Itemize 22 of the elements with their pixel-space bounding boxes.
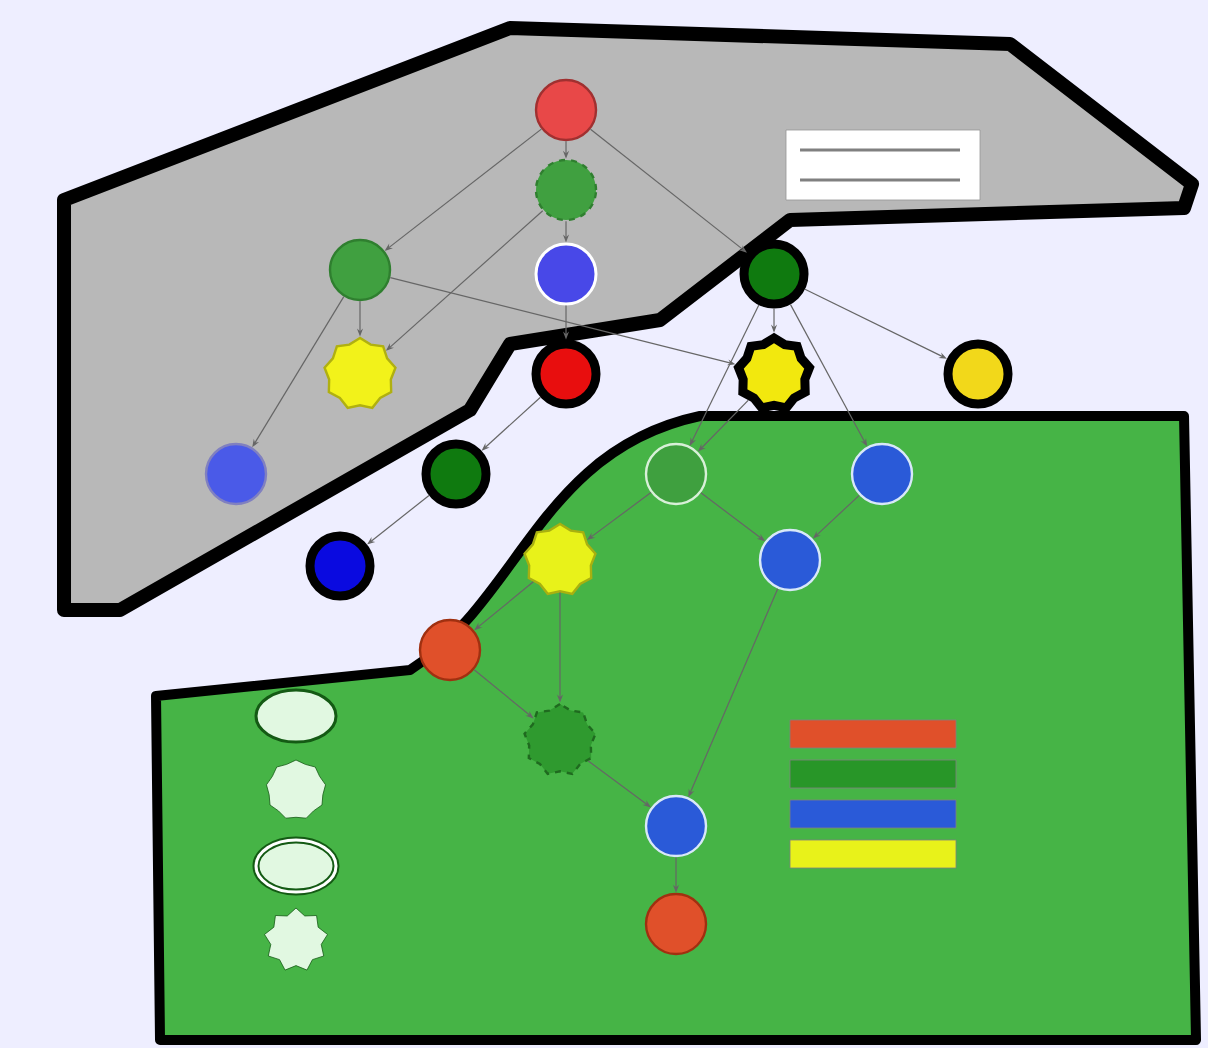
graph-node (421, 439, 491, 509)
graph-node (943, 339, 1013, 409)
graph-node (644, 794, 708, 858)
graph-node (523, 522, 597, 596)
graph-node (523, 702, 597, 776)
graph-node (534, 158, 598, 222)
arrow (589, 128, 747, 253)
graph-node (418, 618, 482, 682)
graph-node (758, 528, 822, 592)
graph-node (323, 336, 397, 410)
graph-node (644, 442, 708, 506)
graph-node (850, 442, 914, 506)
graph-node (531, 339, 601, 409)
graph-node (204, 442, 268, 506)
graph-node (739, 239, 809, 309)
arrow (689, 304, 760, 446)
graph-node (534, 78, 598, 142)
graph-node (644, 892, 708, 956)
graph-node (305, 531, 375, 601)
graph-node (328, 238, 392, 302)
graph-node (534, 242, 598, 306)
arrow (367, 494, 430, 545)
